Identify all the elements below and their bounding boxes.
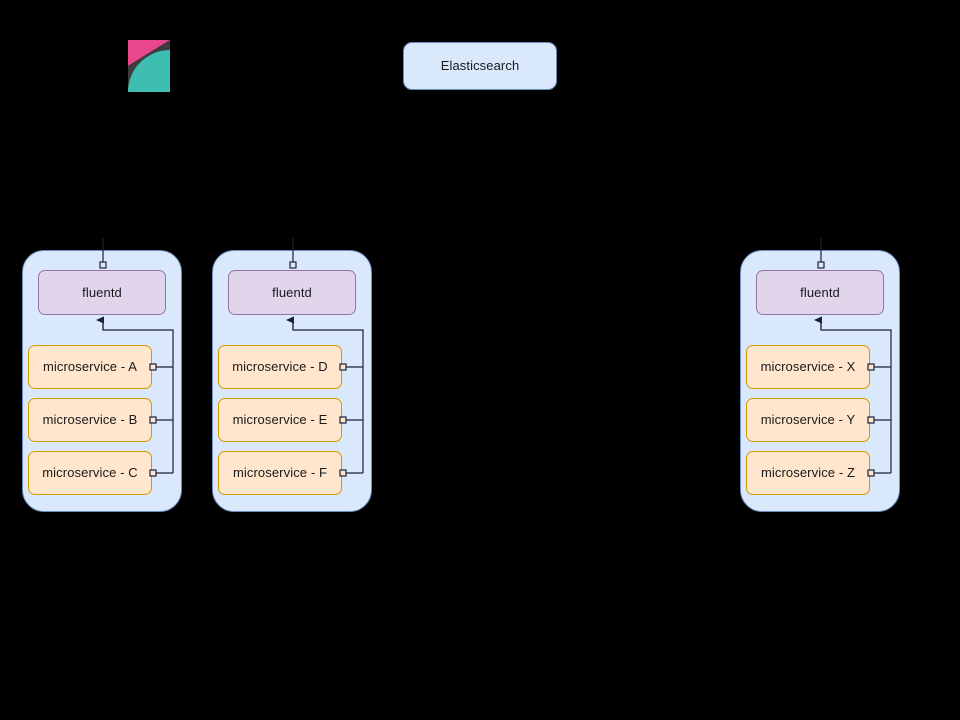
elasticsearch-node[interactable]: Elasticsearch [403, 42, 557, 90]
kibana-logo-icon [128, 40, 170, 92]
service-label-e: microservice - E [232, 412, 328, 428]
fluentd-node-2[interactable]: fluentd [228, 270, 356, 315]
service-label-z: microservice - Z [760, 465, 856, 481]
elasticsearch-label: Elasticsearch [440, 58, 520, 74]
fluentd-label-2: fluentd [272, 284, 312, 300]
fluentd-label-1: fluentd [82, 284, 122, 300]
service-node-d[interactable]: microservice - D [218, 345, 342, 389]
service-node-x[interactable]: microservice - X [746, 345, 870, 389]
kibana-logo[interactable] [128, 40, 170, 92]
service-label-b: microservice - B [42, 412, 138, 428]
fluentd-node-1[interactable]: fluentd [38, 270, 166, 315]
service-label-x: microservice - X [760, 359, 856, 375]
service-node-c[interactable]: microservice - C [28, 451, 152, 495]
service-label-y: microservice - Y [760, 412, 856, 428]
service-label-d: microservice - D [232, 359, 328, 375]
service-label-f: microservice - F [232, 465, 328, 481]
service-node-b[interactable]: microservice - B [28, 398, 152, 442]
service-label-a: microservice - A [42, 359, 138, 375]
service-node-a[interactable]: microservice - A [28, 345, 152, 389]
service-node-y[interactable]: microservice - Y [746, 398, 870, 442]
fluentd-label-3: fluentd [800, 284, 840, 300]
service-node-f[interactable]: microservice - F [218, 451, 342, 495]
service-node-z[interactable]: microservice - Z [746, 451, 870, 495]
service-node-e[interactable]: microservice - E [218, 398, 342, 442]
service-label-c: microservice - C [42, 465, 138, 481]
fluentd-node-3[interactable]: fluentd [756, 270, 884, 315]
